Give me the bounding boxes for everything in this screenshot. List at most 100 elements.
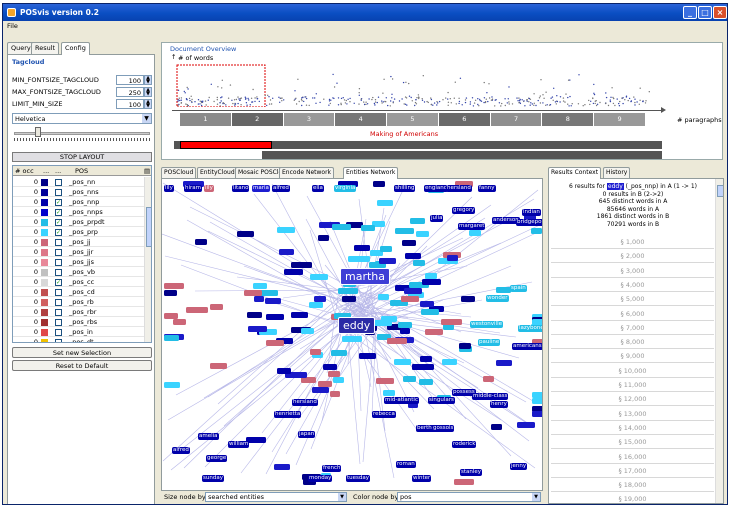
context-line[interactable]: § 13,000 <box>551 407 714 421</box>
chapter-segment[interactable]: 9 <box>594 113 646 126</box>
setting-value-input[interactable]: 100 <box>116 75 144 85</box>
entity-label[interactable]: hersland <box>292 399 318 406</box>
entity-label[interactable]: eddy <box>338 317 376 334</box>
color-swatch[interactable] <box>41 179 48 186</box>
chapter-segment[interactable]: 8 <box>542 113 595 126</box>
network-node[interactable] <box>342 296 356 302</box>
minimize-button[interactable]: _ <box>683 6 697 19</box>
table-row[interactable]: 0✓_pos_nnps <box>13 207 144 217</box>
reset-default-button[interactable]: Reset to Default <box>12 360 152 371</box>
entity-label[interactable]: lily <box>204 185 214 192</box>
entity-label[interactable]: shilling <box>394 185 416 192</box>
color-node-select[interactable]: pos ▼ <box>397 492 541 502</box>
color-swatch[interactable] <box>41 299 48 306</box>
column-header-occ[interactable]: # occ <box>15 167 34 175</box>
tab-entitycloud[interactable]: EntityCloud <box>197 167 238 178</box>
pos-checkbox[interactable] <box>55 339 62 342</box>
network-node[interactable] <box>277 368 291 374</box>
network-node[interactable] <box>333 377 344 383</box>
tab-history[interactable]: History <box>603 167 631 178</box>
network-node[interactable] <box>237 231 254 237</box>
color-swatch[interactable] <box>41 189 48 196</box>
color-swatch[interactable] <box>41 229 48 236</box>
network-node[interactable] <box>372 221 385 227</box>
context-line[interactable]: § 1,000 <box>551 235 714 249</box>
network-node[interactable] <box>370 250 383 256</box>
network-node[interactable] <box>301 328 314 334</box>
network-node[interactable] <box>164 382 180 388</box>
network-node[interactable] <box>265 298 281 304</box>
table-row[interactable]: 0_pos_jj <box>13 237 144 247</box>
entity-label[interactable]: litano <box>232 185 250 192</box>
entity-label[interactable]: fanny <box>478 185 496 192</box>
table-row[interactable]: 0_pos_in <box>13 327 144 337</box>
entity-label[interactable]: stanley <box>460 469 483 476</box>
font-select[interactable]: Helvetica ▼ <box>12 113 152 124</box>
table-row[interactable]: 0_pos_dt <box>13 337 144 342</box>
context-line[interactable]: § 7,000 <box>551 321 714 335</box>
network-node[interactable] <box>210 304 223 310</box>
network-node[interactable] <box>164 290 177 296</box>
entity-label[interactable]: spain <box>510 285 527 292</box>
network-node[interactable] <box>491 424 502 430</box>
pos-checkbox[interactable] <box>55 259 62 266</box>
network-node[interactable] <box>420 356 432 362</box>
entity-label[interactable]: england <box>424 185 449 192</box>
network-node[interactable] <box>405 253 421 259</box>
entity-label[interactable]: margaret <box>458 223 486 230</box>
tab-entities-network[interactable]: Entities Network <box>343 167 399 179</box>
network-node[interactable] <box>164 335 179 341</box>
network-node[interactable] <box>291 262 312 268</box>
entity-label[interactable]: ella <box>312 185 324 192</box>
network-node[interactable] <box>461 296 475 302</box>
entity-label[interactable]: roderick <box>452 441 477 448</box>
entity-label[interactable]: pauline <box>478 339 501 346</box>
overview-plot[interactable] <box>172 63 652 107</box>
network-node[interactable] <box>387 338 407 344</box>
entity-label[interactable]: middle-class <box>472 393 509 400</box>
network-node[interactable] <box>378 294 389 300</box>
network-node[interactable] <box>338 288 358 294</box>
network-node[interactable] <box>195 239 207 245</box>
network-node[interactable] <box>331 350 347 356</box>
network-node[interactable] <box>517 422 535 428</box>
context-line[interactable]: § 19,000 <box>551 492 714 503</box>
network-node[interactable] <box>447 255 458 261</box>
network-node[interactable] <box>284 269 303 275</box>
entity-label[interactable]: singulars <box>428 397 455 404</box>
entity-label[interactable]: alfred <box>272 185 290 192</box>
pos-checkbox[interactable] <box>55 179 62 186</box>
network-node[interactable] <box>254 296 264 302</box>
entity-label[interactable]: julia <box>430 215 444 222</box>
entity-label[interactable]: bertha <box>416 425 437 432</box>
network-node[interactable] <box>314 296 326 302</box>
network-node[interactable] <box>301 377 316 383</box>
network-node[interactable] <box>244 290 262 296</box>
color-swatch[interactable] <box>41 319 48 326</box>
color-swatch[interactable] <box>41 289 48 296</box>
network-node[interactable] <box>164 283 184 289</box>
network-node[interactable] <box>377 200 393 206</box>
table-row[interactable]: 0✓_pos_nnp <box>13 197 144 207</box>
context-line[interactable]: § 3,000 <box>551 264 714 278</box>
slider-handle[interactable] <box>35 127 41 137</box>
context-line[interactable]: § 11,000 <box>551 378 714 392</box>
network-node[interactable] <box>421 309 439 315</box>
color-swatch[interactable] <box>41 209 48 216</box>
entity-label[interactable]: hersland <box>446 185 472 192</box>
network-node[interactable] <box>496 287 511 293</box>
color-swatch[interactable] <box>41 249 48 256</box>
network-node[interactable] <box>496 360 512 366</box>
entity-label[interactable]: indian <box>522 209 541 216</box>
entity-label[interactable]: martha <box>340 268 391 285</box>
entity-label[interactable]: anderson <box>492 217 520 224</box>
context-line[interactable]: § 6,000 <box>551 307 714 321</box>
network-node[interactable] <box>359 353 376 359</box>
color-swatch[interactable] <box>41 219 48 226</box>
scrollbar-thumb[interactable] <box>717 185 723 197</box>
chapter-segment[interactable]: 1 <box>180 113 232 126</box>
context-line[interactable]: § 4,000 <box>551 278 714 292</box>
pos-checkbox[interactable] <box>55 249 62 256</box>
network-node[interactable] <box>532 398 543 404</box>
network-node[interactable] <box>383 390 395 396</box>
